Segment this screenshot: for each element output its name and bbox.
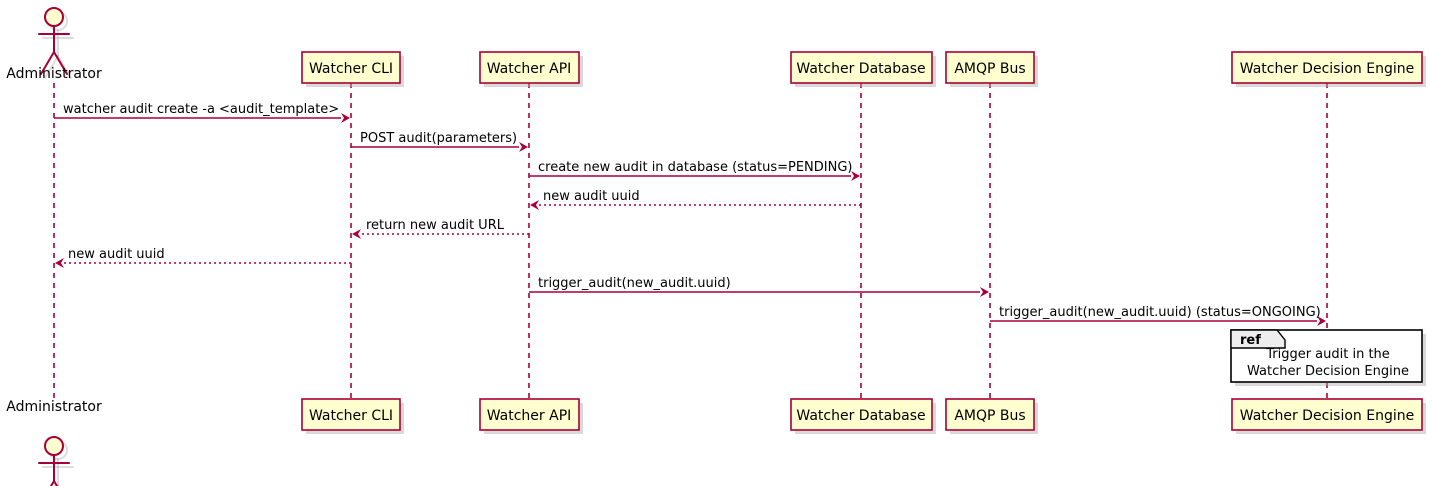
messages-group: watcher audit create -a <audit_template>…: [54, 102, 1326, 326]
participant-label: Watcher API: [487, 61, 572, 77]
participant-box[interactable]: [479, 51, 580, 84]
message-msg-3[interactable]: create new audit in database (status=PEN…: [529, 160, 860, 181]
participant-label: Watcher Decision Engine: [1240, 408, 1414, 424]
participant-watcher-decision-engine[interactable]: Watcher Decision Engine: [1231, 398, 1426, 434]
message-label: return new audit URL: [366, 218, 505, 233]
participant-watcher-database[interactable]: Watcher Database: [790, 51, 936, 87]
participant-box[interactable]: [790, 398, 933, 431]
message-arrowhead: [341, 113, 350, 123]
message-msg-6[interactable]: new audit uuid: [55, 247, 351, 268]
participant-label: Watcher Database: [796, 408, 925, 424]
message-msg-7[interactable]: trigger_audit(new_audit.uuid): [529, 276, 989, 297]
ref-tag-shape: [1230, 329, 1286, 349]
participants-group: Watcher CLI Watcher CLI Watcher API Watcher…: [301, 51, 1426, 434]
actor-leg-left: [40, 51, 55, 75]
message-arrowhead: [851, 171, 860, 181]
actor-label: Administrator: [6, 66, 102, 82]
actor-label: Administrator: [6, 399, 102, 415]
participant-watcher-api[interactable]: Watcher API: [479, 398, 583, 434]
participant-label: Watcher Decision Engine: [1240, 61, 1414, 77]
message-label: watcher audit create -a <audit_template>: [63, 102, 339, 117]
ref-body-line: Trigger audit in the: [1265, 347, 1390, 362]
participant-box[interactable]: [479, 398, 580, 431]
message-label: trigger_audit(new_audit.uuid) (status=ON…: [999, 305, 1321, 320]
message-arrowhead: [1317, 316, 1326, 326]
actor-leg-left: [49, 480, 55, 486]
actor-administrator-top[interactable]: Administrator: [6, 7, 102, 82]
message-label: new audit uuid: [68, 247, 165, 262]
message-arrowhead: [352, 229, 361, 239]
message-msg-4[interactable]: new audit uuid: [530, 189, 861, 210]
participant-box[interactable]: [1231, 51, 1423, 84]
ref-tag-label: ref: [1240, 333, 1261, 348]
participant-watcher-cli[interactable]: Watcher CLI: [301, 398, 404, 434]
message-arrowhead: [55, 258, 64, 268]
participant-label: Watcher API: [487, 408, 572, 424]
participant-watcher-database[interactable]: Watcher Database: [790, 398, 936, 434]
message-msg-5[interactable]: return new audit URL: [352, 218, 529, 239]
participant-box[interactable]: [945, 398, 1035, 431]
lifelines-group: [53, 83, 1328, 399]
participant-amqp-bus[interactable]: AMQP Bus: [945, 51, 1038, 87]
actor-head: [44, 7, 64, 27]
message-label: create new audit in database (status=PEN…: [538, 160, 853, 175]
participant-watcher-cli[interactable]: Watcher CLI: [301, 51, 404, 87]
message-label: trigger_audit(new_audit.uuid): [538, 276, 731, 291]
participant-box[interactable]: [1231, 398, 1423, 431]
participant-box[interactable]: [301, 398, 401, 431]
actor-head: [44, 436, 64, 456]
participant-watcher-api[interactable]: Watcher API: [479, 51, 583, 87]
message-label: new audit uuid: [543, 189, 640, 204]
participant-label: Watcher Database: [796, 61, 925, 77]
participant-box[interactable]: [945, 51, 1035, 84]
participant-amqp-bus[interactable]: AMQP Bus: [945, 398, 1038, 434]
participant-box[interactable]: [301, 51, 401, 84]
actor-administrator-bottom[interactable]: Administrator: [6, 399, 102, 486]
message-arrowhead: [530, 200, 539, 210]
participant-watcher-decision-engine[interactable]: Watcher Decision Engine: [1231, 51, 1426, 87]
message-arrowhead: [519, 142, 528, 152]
participant-label: Watcher CLI: [309, 408, 393, 424]
participant-label: AMQP Bus: [954, 408, 1025, 424]
participant-box[interactable]: [790, 51, 933, 84]
message-msg-1[interactable]: watcher audit create -a <audit_template>: [54, 102, 350, 123]
actor-leg-right: [53, 480, 59, 486]
ref-body-line: Watcher Decision Engine: [1247, 364, 1409, 379]
message-msg-2[interactable]: POST audit(parameters): [351, 131, 528, 152]
actor-leg-right: [53, 51, 68, 75]
message-arrowhead: [980, 287, 989, 297]
message-label: POST audit(parameters): [360, 131, 517, 146]
participant-label: Watcher CLI: [309, 61, 393, 77]
participant-label: AMQP Bus: [954, 61, 1025, 77]
message-msg-8[interactable]: trigger_audit(new_audit.uuid) (status=ON…: [990, 305, 1326, 326]
